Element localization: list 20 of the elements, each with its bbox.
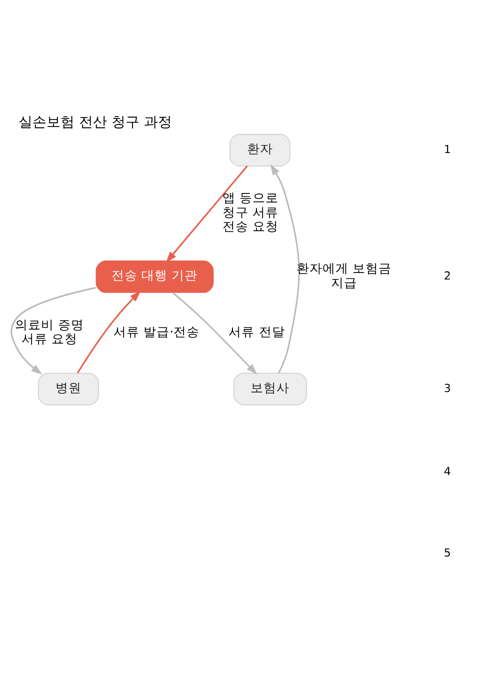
node-box: 보험사 — [233, 372, 307, 406]
node-box: 환자 — [229, 134, 290, 166]
arrow — [166, 166, 248, 263]
diagram-title: 실손보험 전산 청구 과정 — [18, 114, 172, 131]
node-box: 전송 대행 기관 — [96, 260, 214, 293]
arrow — [172, 292, 258, 375]
arrow — [76, 290, 141, 374]
edge-label: 의료비 증명 서류 요청 — [14, 316, 84, 346]
edge-label: 환자에게 보험금 지급 — [296, 260, 392, 290]
node-box: 병원 — [38, 372, 99, 406]
edge-label: 서류 발급·전송 — [114, 324, 200, 339]
label: 3 — [444, 382, 451, 395]
arrow — [270, 164, 300, 374]
label: 5 — [444, 546, 451, 560]
label: 2 — [444, 270, 451, 283]
label: 4 — [444, 465, 451, 478]
label: 1 — [444, 143, 451, 156]
edge-label: 앱 등으로 청구 서류 전송 요청 — [222, 190, 278, 234]
edge-label: 서류 전달 — [228, 324, 285, 339]
arrow — [10, 286, 96, 375]
